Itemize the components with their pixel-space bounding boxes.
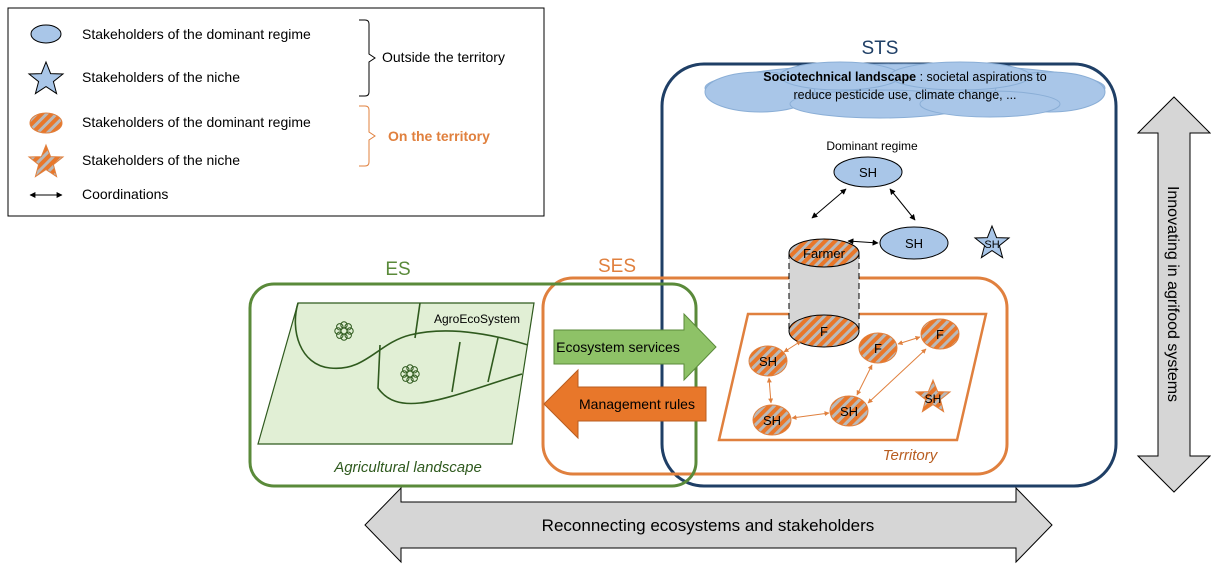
legend-label-regime-on: Stakeholders of the dominant regime: [82, 114, 311, 130]
agro-ecosystem-map: [257, 302, 535, 445]
ecosystem-services-arrow: Ecosystem services: [553, 312, 717, 382]
legend-blue-star-icon: [27, 60, 65, 95]
reconnecting-label: Reconnecting ecosystems and stakeholders: [542, 516, 875, 535]
territory-sh-center: [829, 395, 869, 427]
territory-farmer-mid-label: F: [874, 341, 882, 356]
regime-sh-bottom: [879, 226, 949, 260]
sts-frame: [660, 62, 1118, 488]
legend-box: [7, 7, 545, 217]
dominant-regime-label: Dominant regime: [826, 139, 918, 153]
reconnecting-arrow: Reconnecting ecosystems and stakeholders: [364, 486, 1053, 564]
flower-icon: [334, 321, 354, 341]
territory-farmer-right: [920, 318, 960, 350]
legend-label-coordinations: Coordinations: [82, 186, 168, 202]
legend-bracket-outside: [359, 19, 376, 97]
territory-sh-center-label: SH: [840, 404, 858, 419]
farmer-label: Farmer: [803, 246, 846, 261]
legend-group-on: On the territory: [388, 128, 490, 144]
territory-sh-left-top-label: SH: [759, 354, 777, 369]
territory-sh-left-top: [748, 345, 788, 377]
legend-hatched-ellipse-icon: [29, 112, 63, 134]
legend-hatched-star-icon: [27, 143, 65, 178]
innovating-label: Innovating in agrifood systems: [1164, 186, 1181, 402]
es-label: ES: [385, 259, 410, 280]
territory-farmer-right-label: F: [936, 327, 944, 342]
legend-group-outside: Outside the territory: [382, 49, 505, 65]
legend-bracket-on: [359, 105, 376, 167]
regime-sh-bottom-label: SH: [905, 236, 923, 251]
regime-sh-top: [833, 156, 903, 188]
landscape-title-rest: : societal aspirations to: [916, 70, 1047, 84]
innovating-arrow: Innovating in agrifood systems: [1136, 96, 1211, 493]
coordination-arrow-regime-sh: [889, 188, 916, 221]
legend: Stakeholders of the dominant regime Stak…: [7, 7, 545, 217]
regime-sh-top-label: SH: [859, 165, 877, 180]
legend-label-niche-on: Stakeholders of the niche: [82, 152, 240, 168]
territory-niche-star-label: SH: [925, 392, 942, 406]
legend-blue-ellipse-icon: [30, 24, 62, 44]
ecosystem-services-label: Ecosystem services: [556, 339, 680, 355]
management-rules-label: Management rules: [579, 396, 695, 412]
landscape-title-bold: Sociotechnical landscape: [763, 70, 916, 84]
legend-label-niche-outside: Stakeholders of the niche: [82, 69, 240, 85]
farmer-cylinder: [788, 238, 860, 348]
flower-icon: [400, 364, 420, 384]
farmer-cylinder-base: [788, 314, 860, 348]
territory-label: Territory: [883, 447, 939, 464]
agro-ecosystem-label: AgroEcoSystem: [434, 312, 520, 326]
niche-star-outside-label: SH: [984, 239, 999, 251]
management-rules-arrow: Management rules: [543, 368, 707, 440]
sts-label: STS: [862, 38, 899, 59]
territory-shape: [717, 312, 988, 442]
landscape-text-line2: reduce pesticide use, climate change, ..…: [793, 88, 1016, 102]
farmer-cylinder-top: [788, 238, 860, 268]
legend-label-regime-outside: Stakeholders of the dominant regime: [82, 26, 311, 42]
ses-frame: [541, 276, 1009, 476]
farmer-base-label: F: [820, 324, 828, 339]
territory-coordinations: [766, 335, 927, 420]
territory-sh-left-bottom: [752, 404, 792, 436]
territory-sh-left-bottom-label: SH: [763, 413, 781, 428]
agricultural-landscape-label: Agricultural landscape: [333, 459, 482, 476]
landscape-text-line1: Sociotechnical landscape : societal aspi…: [763, 70, 1047, 84]
landscape-cloud: Sociotechnical landscape : societal aspi…: [704, 61, 1106, 119]
coordination-arrow-regime-farmer: [811, 188, 847, 219]
es-frame: [248, 282, 698, 488]
niche-star-outside: [973, 224, 1011, 259]
coordination-arrow-farmer-sh: [847, 238, 879, 246]
ses-label: SES: [598, 256, 636, 277]
